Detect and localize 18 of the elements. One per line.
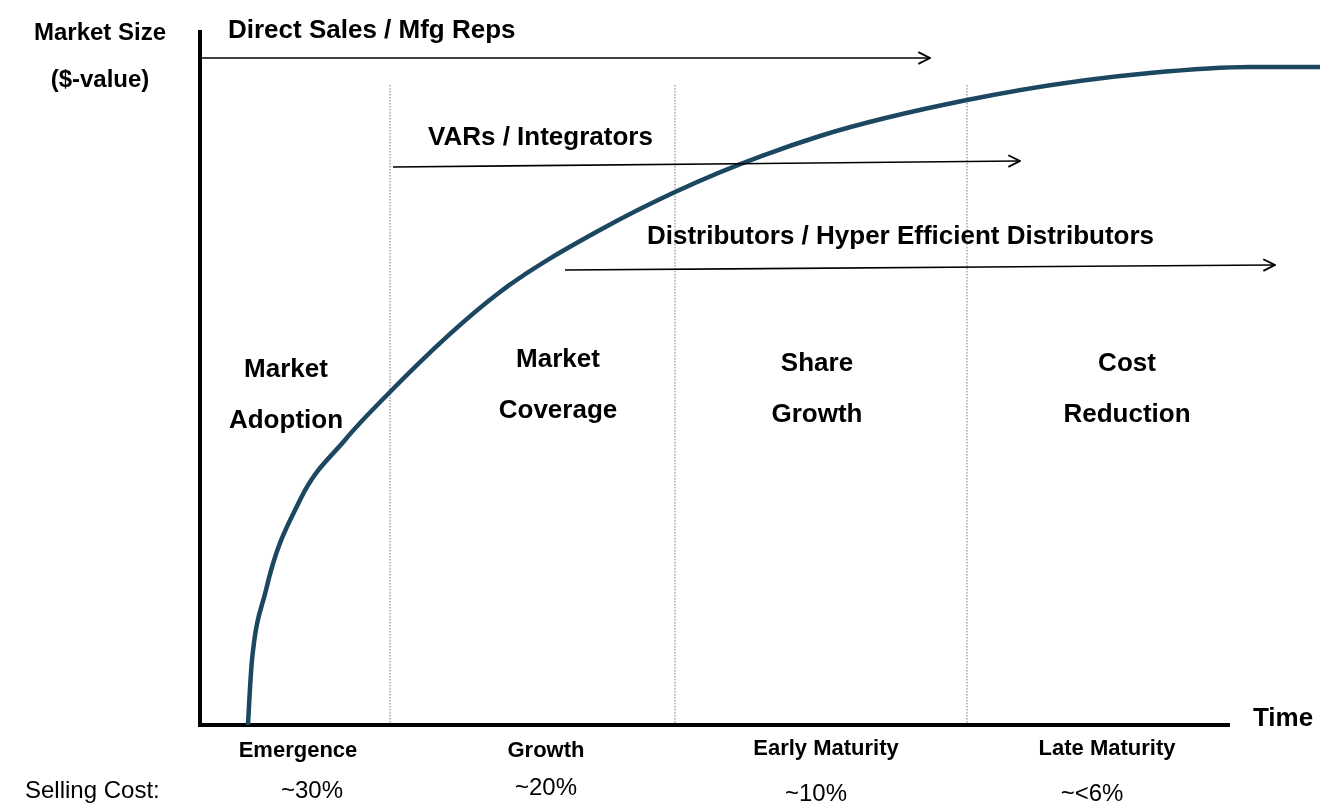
cost-value: ~20% [514,772,578,802]
axis-title: Market Size ($-value) [32,17,168,94]
row-label: Selling Cost: [25,775,160,805]
phase-label: Share Growth [770,346,864,430]
channel-label: Direct Sales / Mfg Reps [228,14,516,46]
stage-label: Growth [507,736,585,764]
phase-label: Cost Reduction [1062,346,1192,430]
phase-label: Market Adoption [227,352,345,436]
channel-label: Distributors / Hyper Efficient Distributors [647,220,1155,252]
stage-label: Late Maturity [1038,734,1176,762]
axis-title: Time [1252,702,1314,734]
phase-label: Market Coverage [497,342,619,426]
cost-value: ~<6% [1060,778,1124,807]
cost-value: ~10% [784,778,848,807]
cost-value: ~30% [280,775,344,805]
channel-label: VARs / Integrators [428,121,653,153]
stage-label: Early Maturity [753,734,899,762]
stage-label: Emergence [238,736,358,764]
